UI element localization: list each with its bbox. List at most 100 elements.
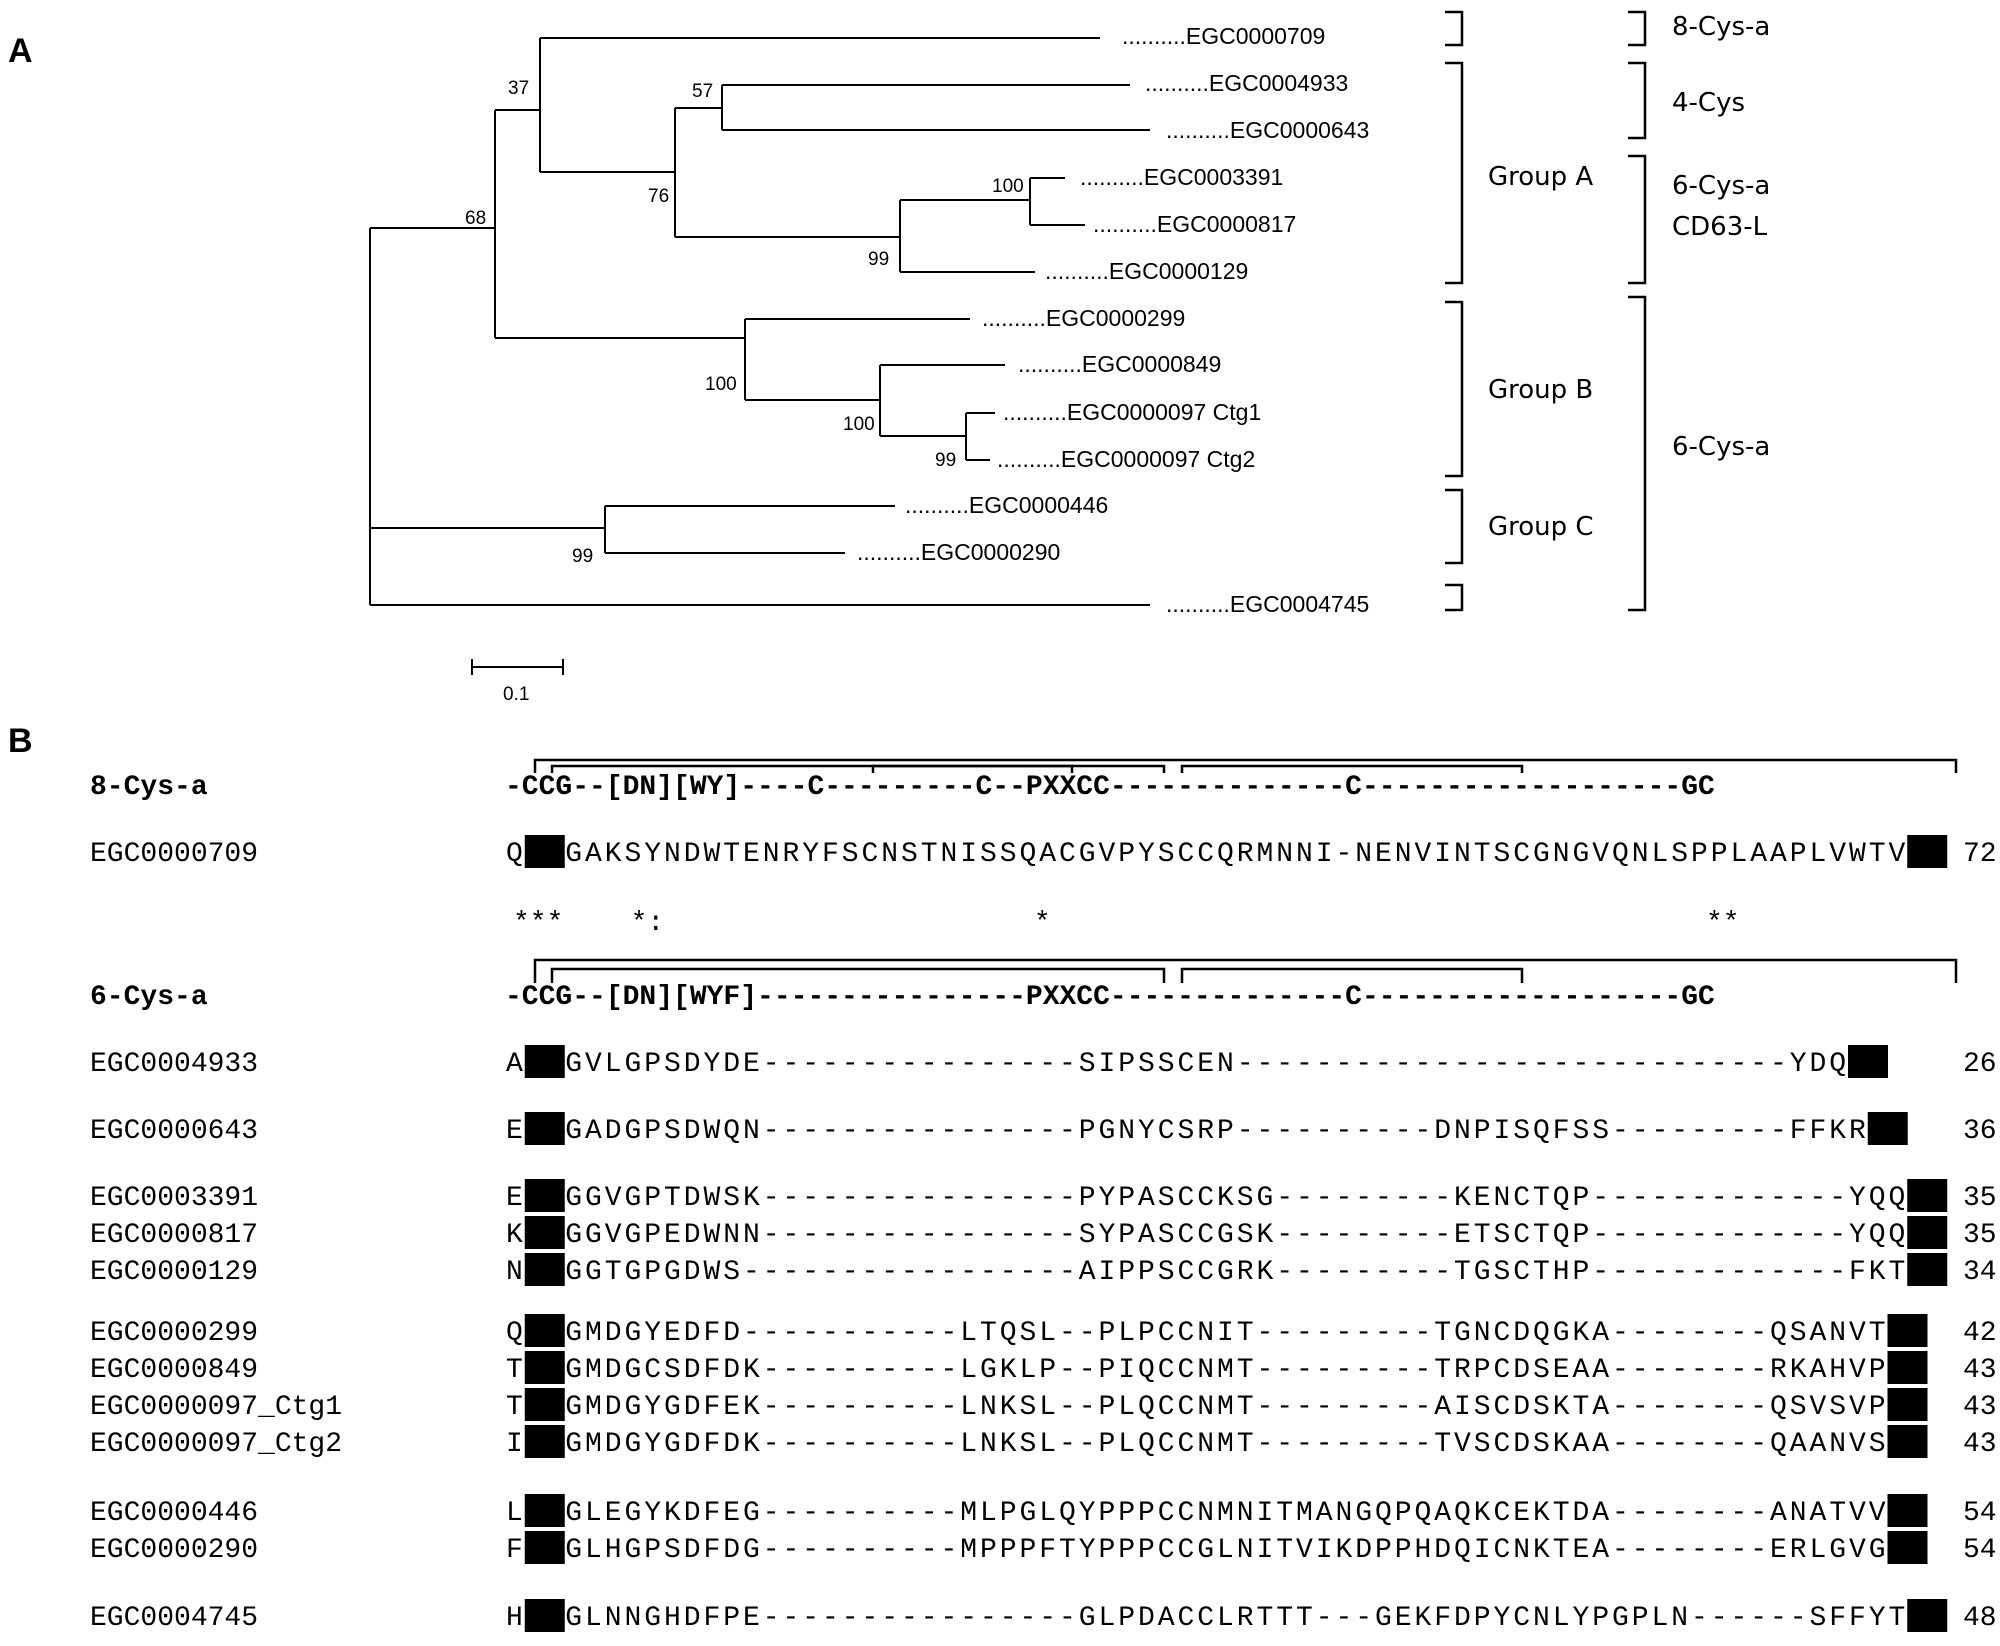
- residue: C: [1494, 1355, 1511, 1386]
- residue: M: [960, 1535, 977, 1566]
- residue: S: [664, 1355, 681, 1386]
- residue: -: [1632, 1429, 1649, 1460]
- residue: A: [1810, 1498, 1827, 1529]
- residue: C: [546, 1603, 563, 1634]
- residue: T: [1553, 1535, 1570, 1566]
- bracket-group-c: [1445, 488, 1464, 565]
- residue-highlight: [1887, 1425, 1908, 1458]
- residue: -: [802, 1257, 819, 1288]
- sequence-alignment: 8-Cys-a-CCG--[DN][WY]----C---------C--PX…: [90, 772, 1997, 1634]
- residue: N: [1395, 839, 1412, 870]
- residue: -: [881, 1355, 898, 1386]
- residue: G: [664, 1392, 681, 1423]
- residue: -: [1296, 1429, 1313, 1460]
- residue: -: [1059, 1049, 1076, 1080]
- residue: G: [625, 1498, 642, 1529]
- residue: G: [565, 839, 582, 870]
- motif-pattern: -CCG--[DN][WYF]----------------PXXCC----…: [505, 982, 1715, 1013]
- residue: G: [1612, 1603, 1629, 1634]
- sequence-name: EGC0000817: [90, 1220, 258, 1251]
- residue: -: [1750, 1498, 1767, 1529]
- residue: P: [1711, 839, 1728, 870]
- residue: C: [1197, 839, 1214, 870]
- residue: C: [546, 1355, 563, 1386]
- sequence-name: EGC0004933: [90, 1049, 258, 1080]
- residue: -: [1395, 1392, 1412, 1423]
- residue: -: [1770, 1257, 1787, 1288]
- residue: Q: [506, 1318, 523, 1349]
- residue: D: [684, 1220, 701, 1251]
- residue: G: [565, 1116, 582, 1147]
- residue: K: [506, 1220, 523, 1251]
- residue: -: [881, 1257, 898, 1288]
- residue: V: [1889, 839, 1906, 870]
- residue: -: [1276, 1183, 1293, 1214]
- residue: L: [506, 1498, 523, 1529]
- sequence-name: EGC0000446: [90, 1498, 258, 1529]
- residue: -: [822, 1183, 839, 1214]
- residue: S: [1158, 1049, 1175, 1080]
- residue: -: [1750, 1049, 1767, 1080]
- residue: Q: [1059, 1498, 1076, 1529]
- residue: -: [763, 1220, 780, 1251]
- residue: -: [1336, 1116, 1353, 1147]
- residue: -: [1731, 1392, 1748, 1423]
- tree-node-57: [721, 84, 1150, 131]
- residue: -: [783, 1355, 800, 1386]
- residue: -: [881, 1603, 898, 1634]
- residue: C: [526, 1318, 543, 1349]
- residue: P: [1138, 1498, 1155, 1529]
- residue: A: [1790, 1429, 1807, 1460]
- residue: -: [1750, 1318, 1767, 1349]
- residue: P: [1395, 1535, 1412, 1566]
- residue: L: [1652, 1603, 1669, 1634]
- residue: -: [881, 1049, 898, 1080]
- residue: Q: [1000, 1318, 1017, 1349]
- residue: V: [1849, 1498, 1866, 1529]
- residue: -: [862, 1498, 879, 1529]
- residue: A: [1158, 1603, 1175, 1634]
- residue: -: [1790, 1183, 1807, 1214]
- tree-leaf: ..........EGC0000097 Ctg1: [1003, 399, 1261, 425]
- residue: D: [684, 1603, 701, 1634]
- tree-node-76: [674, 107, 900, 238]
- residue-highlight: [1907, 1253, 1928, 1286]
- residue: -: [941, 1603, 958, 1634]
- residue: -: [1296, 1392, 1313, 1423]
- residue: -: [1276, 1355, 1293, 1386]
- residue: G: [1355, 1498, 1372, 1529]
- residue: -: [1375, 1257, 1392, 1288]
- residue: -: [822, 1257, 839, 1288]
- residue: Q: [1138, 1429, 1155, 1460]
- residue: A: [1770, 1498, 1787, 1529]
- residue: -: [1671, 1429, 1688, 1460]
- residue: -: [881, 1116, 898, 1147]
- residue-highlight: [1927, 1216, 1948, 1249]
- residue: G: [625, 1535, 642, 1566]
- residue: C: [1928, 1603, 1945, 1634]
- residue: T: [1533, 1220, 1550, 1251]
- residue: -: [1632, 1318, 1649, 1349]
- residue: -: [960, 1257, 977, 1288]
- residue: K: [1217, 1183, 1234, 1214]
- residue-highlight: [1927, 1179, 1948, 1212]
- residue: -: [1316, 1318, 1333, 1349]
- residue: D: [723, 1535, 740, 1566]
- residue: -: [1415, 1220, 1432, 1251]
- residue: -: [1355, 1116, 1372, 1147]
- residue: A: [1750, 839, 1767, 870]
- residue: N: [1197, 1429, 1214, 1460]
- residue-count: 48: [1963, 1603, 1997, 1634]
- residue: D: [1434, 1116, 1451, 1147]
- residue: H: [506, 1603, 523, 1634]
- residue: -: [763, 1392, 780, 1423]
- residue-highlight: [544, 1351, 565, 1384]
- residue: D: [684, 1116, 701, 1147]
- residue: -: [1612, 1318, 1629, 1349]
- residue: N: [1336, 1498, 1353, 1529]
- residue: D: [1434, 1535, 1451, 1566]
- residue: -: [1770, 1049, 1787, 1080]
- residue: -: [1276, 1257, 1293, 1288]
- residue: T: [1237, 1318, 1254, 1349]
